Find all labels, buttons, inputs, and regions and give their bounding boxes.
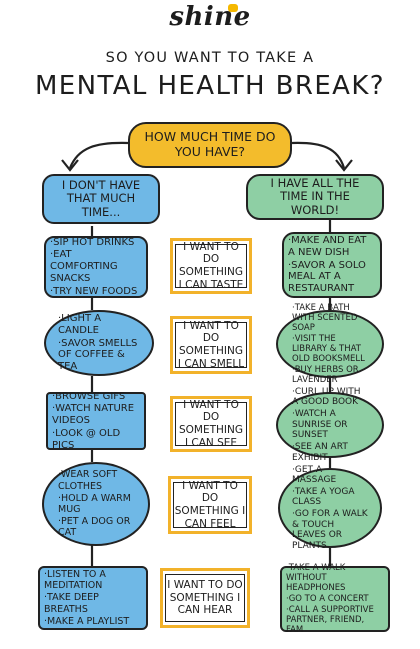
left-box-see: ·BROWSE GIFS ·WATCH NATURE VIDEOS ·LOOK … bbox=[46, 390, 146, 451]
right-header: I HAVE ALL THE TIME IN THE WORLD! bbox=[246, 174, 384, 220]
sense-card-text: I WANT TO DO SOMETHING I CAN SEE bbox=[175, 399, 247, 449]
left-box-feel: ·WEAR SOFT CLOTHES ·HOLD A WARM MUG ·PET… bbox=[42, 462, 150, 546]
list-item: ·SAVOR SMELLS OF COFFEE & TEA bbox=[58, 337, 138, 373]
shine-logo: shine bbox=[169, 2, 251, 32]
list-item: ·GO TO A CONCERT bbox=[286, 594, 369, 604]
left-box-taste: ·SIP HOT DRINKS ·EAT COMFORTING SNACKS ·… bbox=[44, 236, 148, 298]
question-text: HOW MUCH TIME DO YOU HAVE? bbox=[144, 129, 276, 159]
list-item: ·MAKE A PLAYLIST bbox=[44, 615, 130, 627]
left-box-hear: ·LISTEN TO A MEDITATION ·TAKE DEEP BREAT… bbox=[38, 566, 148, 630]
list-item: ·GO FOR A WALK & TOUCH LEAVES OR PLANTS bbox=[292, 509, 368, 551]
right-box-smell: ·TAKE A BATH WITH SCENTED SOAP ·VISIT TH… bbox=[276, 303, 384, 385]
list-item: ·CALL A SUPPORTIVE PARTNER, FRIEND, FAM bbox=[286, 605, 374, 636]
left-header: I DON'T HAVE THAT MUCH TIME... bbox=[42, 174, 160, 224]
list-item: ·LISTEN TO A MEDITATION bbox=[44, 569, 106, 592]
list-item: ·WEAR SOFT CLOTHES bbox=[58, 469, 118, 492]
right-box-taste: ·MAKE AND EAT A NEW DISH ·SAVOR A SOLO M… bbox=[282, 232, 382, 298]
sense-card-text: I WANT TO DO SOMETHING I CAN HEAR bbox=[165, 574, 245, 622]
sense-card-taste: I WANT TO DO SOMETHING I CAN TASTE bbox=[170, 238, 252, 294]
page-subtitle: SO YOU WANT TO TAKE A bbox=[105, 50, 315, 66]
list-item: ·SEE AN ART EXHIBIT bbox=[292, 441, 348, 463]
list-item: ·BROWSE GIFS bbox=[52, 390, 126, 402]
list-item: ·TAKE A WALK WITHOUT HEADPHONES bbox=[286, 562, 346, 593]
sense-card-see: I WANT TO DO SOMETHING I CAN SEE bbox=[170, 396, 252, 452]
page-title: MENTAL HEALTH BREAK? bbox=[34, 71, 386, 101]
right-box-hear: ·TAKE A WALK WITHOUT HEADPHONES ·GO TO A… bbox=[280, 562, 390, 636]
list-item: ·TAKE A YOGA CLASS bbox=[292, 486, 355, 508]
left-box-smell: ·LIGHT A CANDLE ·SAVOR SMELLS OF COFFEE … bbox=[44, 310, 154, 376]
right-box-feel: ·GET A MASSAGE ·TAKE A YOGA CLASS ·GO FO… bbox=[278, 464, 382, 551]
chat-bubble-icon bbox=[228, 4, 238, 12]
sense-card-hear: I WANT TO DO SOMETHING I CAN HEAR bbox=[160, 568, 250, 628]
list-item: ·PET A DOG OR CAT bbox=[58, 516, 131, 539]
list-item: ·HOLD A WARM MUG bbox=[58, 492, 131, 515]
list-item: ·TAKE A BATH WITH SCENTED SOAP bbox=[292, 302, 358, 333]
list-item: ·BUY HERBS OR LAVENDER bbox=[292, 365, 359, 386]
list-item: ·GET A MASSAGE bbox=[292, 464, 337, 486]
sense-card-feel: I WANT TO DO SOMETHING I CAN FEEL bbox=[168, 476, 252, 534]
right-header-text: I HAVE ALL THE TIME IN THE WORLD! bbox=[270, 175, 360, 217]
list-item: ·SAVOR A SOLO MEAL AT A RESTAURANT bbox=[288, 259, 366, 295]
sense-card-smell: I WANT TO DO SOMETHING I CAN SMELL bbox=[170, 316, 252, 374]
list-item: ·CURL UP WITH A GOOD BOOK bbox=[292, 386, 361, 408]
left-header-text: I DON'T HAVE THAT MUCH TIME... bbox=[61, 177, 141, 219]
sense-card-text: I WANT TO DO SOMETHING I CAN FEEL bbox=[173, 479, 247, 530]
list-item: ·VISIT THE LIBRARY & THAT OLD BOOKSMELL bbox=[292, 333, 365, 365]
list-item: ·LOOK @ OLD PICS bbox=[52, 427, 121, 451]
list-item: ·LIGHT A CANDLE bbox=[58, 313, 102, 336]
question-box: HOW MUCH TIME DO YOU HAVE? bbox=[128, 122, 292, 168]
list-item: ·WATCH NATURE VIDEOS bbox=[52, 403, 135, 427]
list-item: ·TAKE DEEP BREATHS bbox=[44, 592, 99, 615]
list-item: ·WATCH A SUNRISE OR SUNSET bbox=[292, 409, 348, 441]
list-item: ·MAKE AND EAT A NEW DISH bbox=[288, 235, 367, 258]
list-item: ·EAT COMFORTING SNACKS bbox=[50, 249, 118, 284]
sense-card-text: I WANT TO DO SOMETHING I CAN TASTE bbox=[175, 241, 247, 291]
sense-card-text: I WANT TO DO SOMETHING I CAN SMELL bbox=[175, 320, 247, 370]
right-box-see: ·CURL UP WITH A GOOD BOOK ·WATCH A SUNRI… bbox=[276, 387, 384, 463]
list-item: ·SIP HOT DRINKS bbox=[50, 236, 135, 248]
list-item: ·TRY NEW FOODS bbox=[50, 285, 138, 297]
